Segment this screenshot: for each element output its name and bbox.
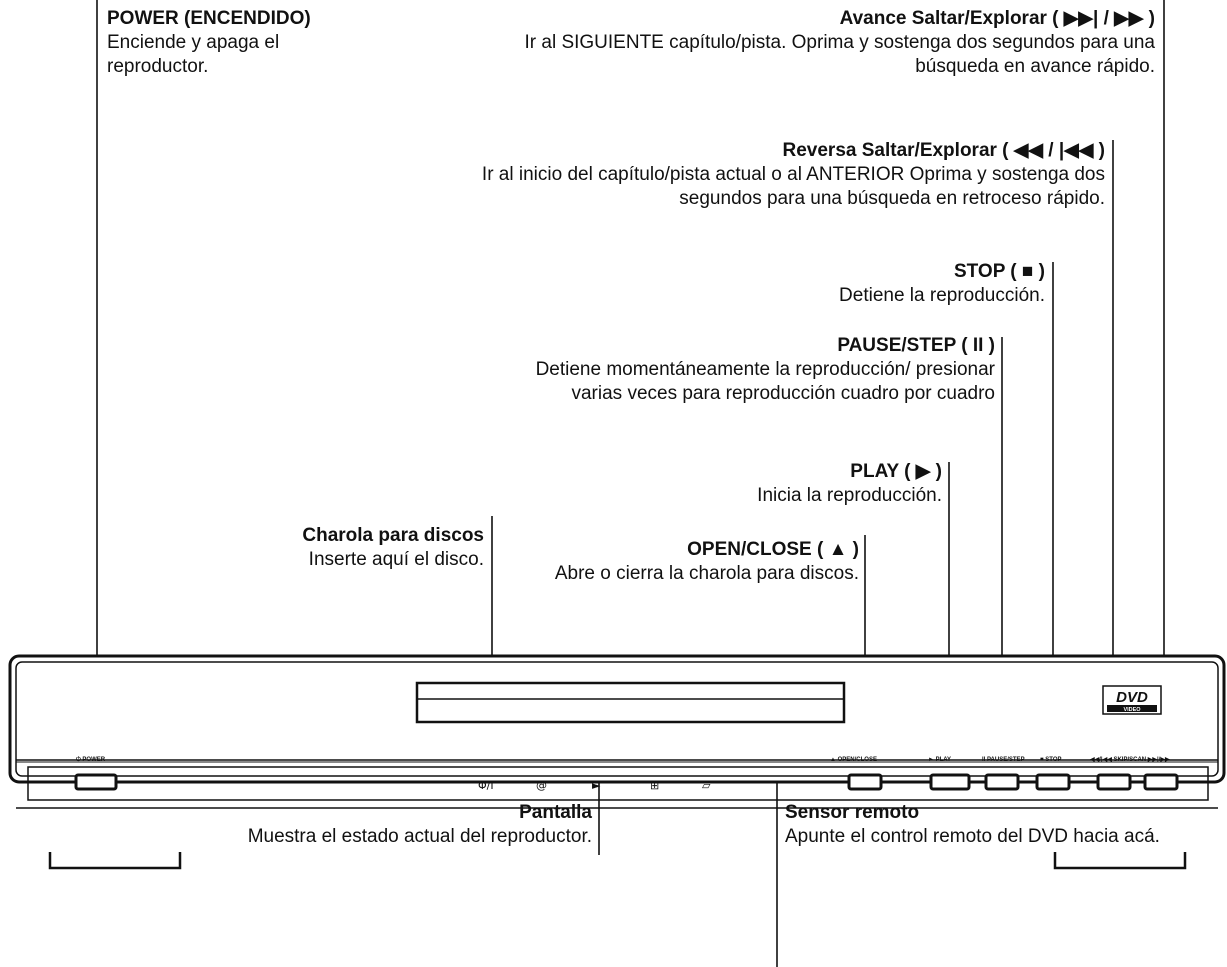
callout-play: PLAY ( ▶ ) Inicia la reproducción. [640,460,942,508]
pause-step-button [984,773,1020,791]
play-button [929,773,971,791]
play-desc: Inicia la reproducción. [757,485,942,506]
play-display-icon: ► [592,779,601,792]
reversa-desc: Ir al inicio del capítulo/pista actual o… [481,164,1105,209]
callout-sensor: Sensor remoto Apunte el control remoto d… [785,801,1220,849]
power-panel-label: ⏻ POWER [76,756,106,763]
sensor-desc: Apunte el control remoto del DVD hacia a… [785,826,1160,847]
avance-desc: Ir al SIGUIENTE capítulo/pista. Oprima y… [524,32,1156,77]
svg-text:DVD: DVD [1116,689,1148,706]
callout-reversa: Reversa Saltar/Explorar ( ◀◀ / |◀◀ ) Ir … [480,139,1105,211]
open-close-button [847,773,883,791]
skip-scan-panel-label: ◀◀/|◀◀ SKIP/SCAN ▶▶|/▶▶ [1089,756,1170,763]
open-close-desc: Abre o cierra la charola para discos. [554,563,859,584]
play-title: PLAY ( ▶ ) [850,461,942,482]
callout-avance: Avance Saltar/Explorar ( ▶▶| / ▶▶ ) Ir a… [490,7,1156,79]
standby-icon: Φ/I [478,779,494,792]
reversa-title: Reversa Saltar/Explorar ( ◀◀ / |◀◀ ) [782,140,1106,161]
callout-charola: Charola para discos Inserte aquí el disc… [230,524,484,572]
repeat-icon: ▱ [702,779,711,792]
skip-back-button [1096,773,1132,791]
open-close-panel-label: ▲ OPEN/CLOSE [830,757,877,763]
pantalla-title: Pantalla [519,802,592,823]
avance-title: Avance Saltar/Explorar ( ▶▶| / ▶▶ ) [839,8,1155,29]
stop-panel-label: ■ STOP [1040,757,1062,763]
power-desc: Enciende y apaga el reproductor. [107,32,280,77]
stop-button [1035,773,1071,791]
stop-desc: Detiene la reproducción. [839,285,1045,306]
svg-text:VIDEO: VIDEO [1123,707,1141,713]
foot-left [48,852,182,870]
open-close-title: OPEN/CLOSE ( ▲ ) [687,539,859,560]
callout-open-close: OPEN/CLOSE ( ▲ ) Abre o cierra la charol… [545,538,859,586]
disc-icon: @ [536,779,547,792]
power-title: POWER (ENCENDIDO) [107,8,311,29]
disc-tray [415,681,846,724]
pause-desc: Detiene momentáneamente la reproducción/… [535,359,995,404]
charola-title: Charola para discos [302,525,484,546]
pause-title: PAUSE/STEP ( II ) [837,335,995,356]
control-strip [27,766,1209,801]
pause-step-panel-label: II PAUSE/STEP [982,757,1025,763]
stop-title: STOP ( ■ ) [953,261,1045,282]
pantalla-desc: Muestra el estado actual del reproductor… [247,826,592,847]
callout-power: POWER (ENCENDIDO) Enciende y apaga el re… [107,7,437,79]
leader-lines [96,0,1165,967]
callout-pause: PAUSE/STEP ( II ) Detiene momentáneament… [505,334,995,406]
play-panel-label: ► PLAY [928,757,951,763]
charola-desc: Inserte aquí el disco. [308,549,484,570]
grid-icon: ⊞ [650,779,659,792]
power-button [74,773,118,791]
dvd-logo: DVD VIDEO [1102,685,1162,715]
foot-right [1053,852,1187,870]
sensor-title: Sensor remoto [785,802,920,823]
callout-stop: STOP ( ■ ) Detiene la reproducción. [700,260,1045,308]
skip-forward-button [1143,773,1179,791]
callout-pantalla: Pantalla Muestra el estado actual del re… [120,801,592,849]
